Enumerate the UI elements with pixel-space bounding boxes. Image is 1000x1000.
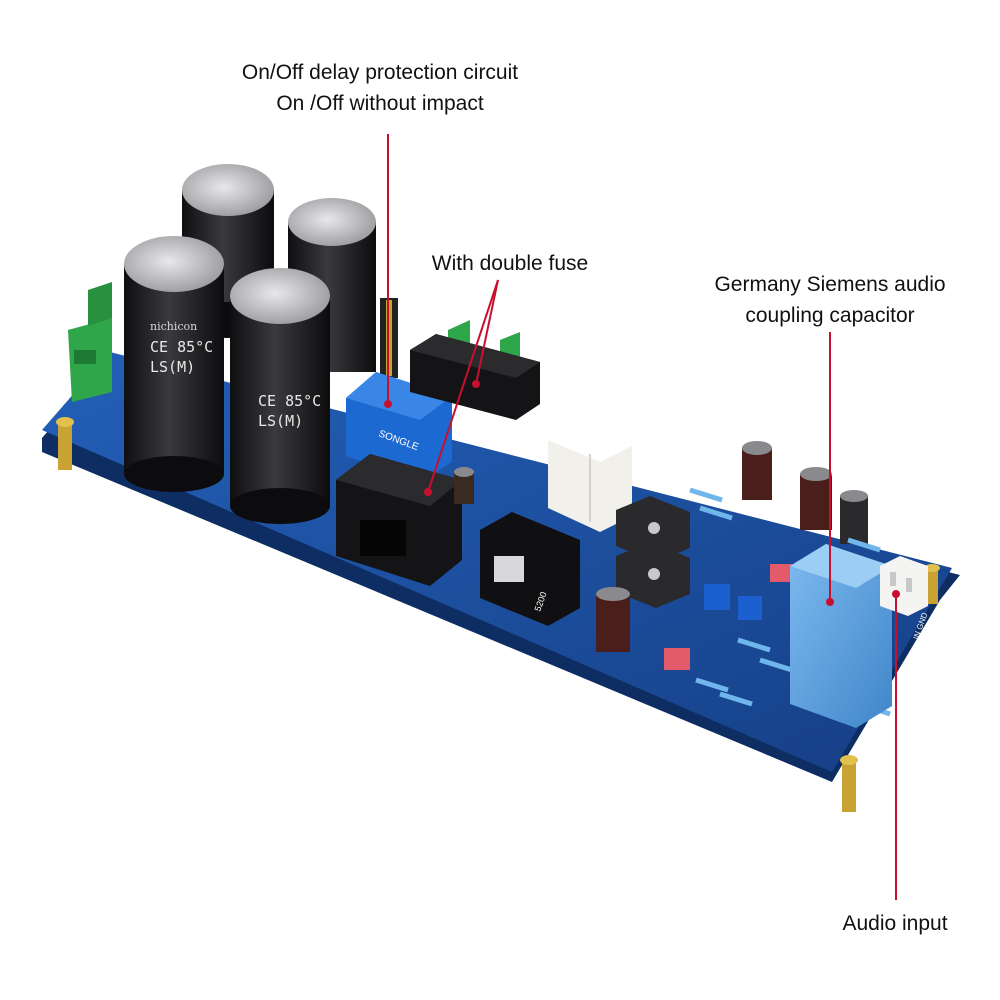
power-transistors bbox=[616, 496, 690, 608]
annotation-delay-line1: On/Off delay protection circuit bbox=[241, 61, 519, 84]
annotation-siemens-line1: Germany Siemens audio bbox=[714, 273, 946, 296]
ic-heatsink-block: 5200 bbox=[480, 512, 580, 626]
capacitor-type-label: LS(M) bbox=[150, 358, 195, 376]
annotation-delay-protection: On/Off delay protection circuit On /Off … bbox=[190, 57, 570, 119]
capacitor-rating-label: CE 85°C bbox=[150, 338, 213, 356]
filter-capacitor-front-right: CE 85°C LS(M) bbox=[230, 268, 330, 524]
annotation-fuse-text: With double fuse bbox=[431, 252, 589, 275]
capacitor-type-label-2: LS(M) bbox=[258, 412, 303, 430]
fuse-holder-back bbox=[410, 334, 540, 420]
annotation-double-fuse: With double fuse bbox=[405, 248, 615, 279]
filter-capacitor-front-left: nichicon CE 85°C LS(M) bbox=[124, 236, 224, 492]
mounting-posts bbox=[56, 417, 940, 812]
leader-endpoints bbox=[384, 380, 900, 606]
cement-resistors bbox=[548, 424, 632, 532]
annotation-siemens-line2: coupling capacitor bbox=[745, 304, 915, 327]
annotation-siemens-capacitor: Germany Siemens audio coupling capacitor bbox=[680, 269, 980, 331]
signal-caps bbox=[454, 441, 868, 652]
leader-lines bbox=[387, 134, 897, 900]
leader-fuse-2 bbox=[427, 279, 499, 493]
protection-relay: SONGLE bbox=[346, 372, 452, 482]
capacitor-rating-label-2: CE 85°C bbox=[258, 392, 321, 410]
annotation-delay-line2: On /Off without impact bbox=[276, 92, 484, 115]
annotation-audio-text: Audio input bbox=[842, 912, 948, 935]
siemens-coupling-capacitor bbox=[790, 544, 892, 728]
annotation-audio-input: Audio input bbox=[820, 908, 970, 939]
power-terminal-left bbox=[68, 282, 112, 402]
capacitor-brand-label: nichicon bbox=[150, 320, 197, 333]
leader-fuse-1 bbox=[475, 279, 499, 385]
